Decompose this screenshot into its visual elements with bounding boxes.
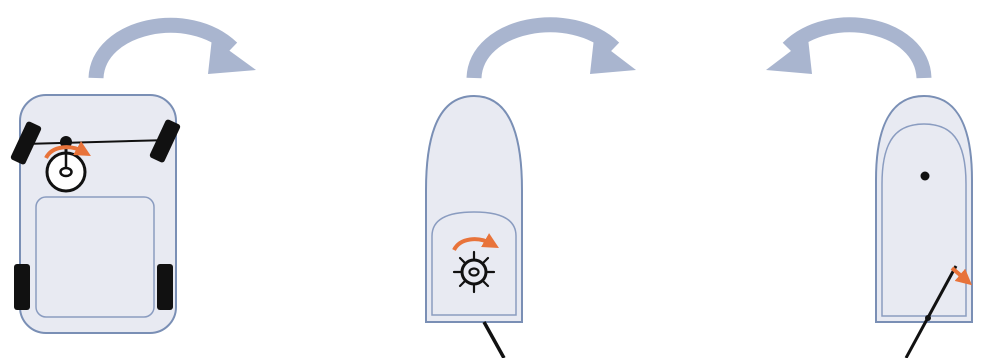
rear-right-wheel: [157, 264, 173, 310]
steering-wheel-icon: [45, 151, 87, 193]
turn-arrow-clockwise: [466, 17, 636, 79]
boat-deck: [881, 123, 967, 317]
tie-rod: [23, 139, 171, 145]
front-left-wheel: [10, 121, 42, 165]
car-panel: [10, 17, 256, 334]
rudder: [482, 321, 506, 358]
rotation-indicator-icon: [44, 141, 91, 160]
boat-wheel-panel: [425, 17, 636, 358]
turn-arrow-counterclockwise: [766, 17, 932, 79]
mast-icon: [920, 171, 930, 181]
boat-cockpit: [431, 211, 517, 316]
front-right-wheel: [149, 119, 181, 163]
boat-tiller-panel: [766, 17, 973, 358]
turn-arrow-clockwise: [88, 17, 256, 79]
rotation-indicator-icon: [452, 233, 499, 252]
push-indicator-icon: [950, 266, 973, 286]
rear-left-wheel: [14, 264, 30, 310]
ship-wheel-icon: [452, 250, 496, 294]
tiller-icon: [904, 265, 958, 358]
car-body: [19, 94, 177, 334]
